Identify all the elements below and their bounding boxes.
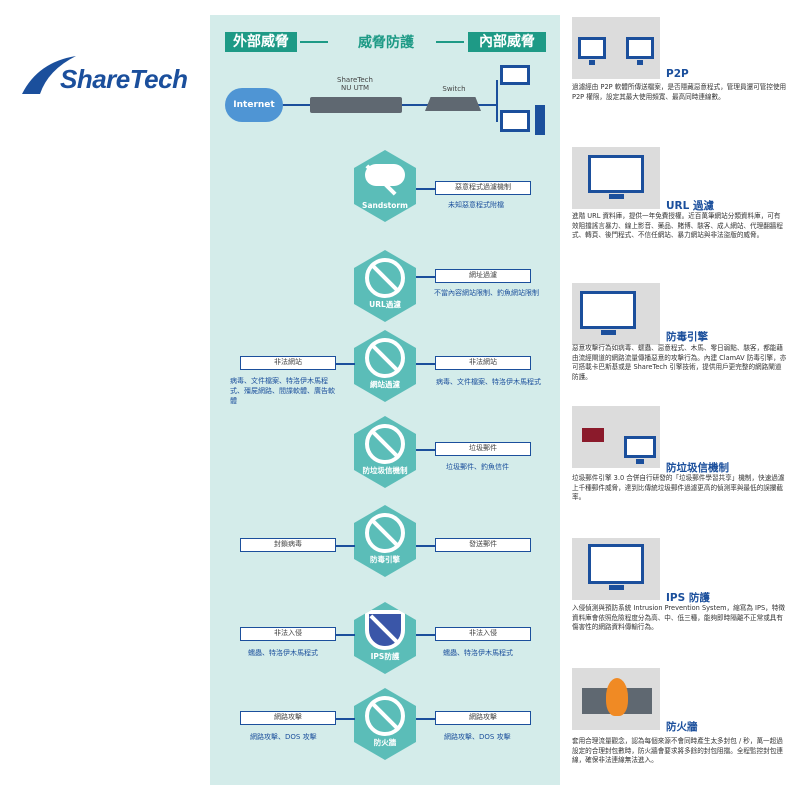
module-sandstorm: Sandstorm bbox=[354, 150, 416, 222]
feature-desc: 入侵偵測與預防系統 Intrusion Prevention System，縮寫… bbox=[572, 604, 785, 631]
internet-cloud: Internet bbox=[225, 88, 283, 122]
right-box: 非法網站 bbox=[435, 356, 531, 370]
mail-blocked-icon bbox=[365, 424, 405, 464]
desktop-icon bbox=[500, 110, 530, 132]
right-desc: 網路攻擊、DOS 攻擊 bbox=[444, 733, 511, 741]
module-label: 網站過濾 bbox=[370, 380, 400, 389]
monitor-icon bbox=[624, 436, 656, 464]
cloud-icon bbox=[365, 164, 405, 186]
virus-blocked-icon bbox=[365, 513, 405, 553]
feature-desc: 套用合理流量觀念，認為每個來源不會同時產生太多封包 / 秒，萬一超過設定的合理封… bbox=[572, 737, 783, 764]
connector bbox=[335, 718, 355, 720]
right-box: 網址過濾 bbox=[435, 269, 531, 283]
connector bbox=[416, 363, 436, 365]
arrow-left bbox=[436, 41, 464, 43]
connector bbox=[416, 188, 436, 190]
network-line bbox=[496, 80, 498, 122]
monitor-icon bbox=[578, 37, 606, 65]
feature-title: IPS 防護 bbox=[666, 592, 710, 604]
connector bbox=[416, 545, 436, 547]
module-url-filter: URL過濾 bbox=[354, 250, 416, 322]
left-box: 非法網站 bbox=[240, 356, 336, 370]
ips-shield-icon bbox=[365, 610, 405, 650]
right-box: 網路攻擊 bbox=[435, 711, 531, 725]
left-box: 非法入侵 bbox=[240, 627, 336, 641]
monitor-virus-icon bbox=[626, 37, 654, 65]
module-ips: IPS防護 bbox=[354, 602, 416, 674]
module-label: URL過濾 bbox=[369, 300, 401, 309]
arrow-right bbox=[300, 41, 328, 43]
feature-title: P2P bbox=[666, 68, 689, 80]
utm-device bbox=[310, 97, 402, 113]
module-firewall: 防火牆 bbox=[354, 688, 416, 760]
url-filter-image bbox=[572, 147, 660, 209]
right-desc: 病毒、文件檔案、特洛伊木馬程式 bbox=[436, 378, 541, 386]
sharetech-logo: ShareTech bbox=[18, 52, 208, 102]
connector bbox=[416, 276, 436, 278]
fire-icon bbox=[606, 678, 628, 716]
connector bbox=[416, 449, 436, 451]
module-web-filter: 網站過濾 bbox=[354, 330, 416, 402]
connector bbox=[335, 634, 355, 636]
module-label: 防火牆 bbox=[373, 738, 397, 747]
connector bbox=[335, 545, 355, 547]
monitor-blocked-icon bbox=[365, 338, 405, 378]
firewall-image bbox=[572, 668, 660, 730]
right-desc: 蠕蟲、特洛伊木馬程式 bbox=[443, 649, 513, 657]
right-desc: 垃圾郵件、釣魚信件 bbox=[446, 463, 509, 471]
module-label: 防垃圾信機制 bbox=[362, 466, 408, 475]
module-anti-spam: 防垃圾信機制 bbox=[354, 416, 416, 488]
pc-tower-icon bbox=[535, 105, 545, 135]
internal-threat-tag: 內部威脅 bbox=[468, 32, 546, 52]
laptop-icon bbox=[500, 65, 530, 85]
utm-label-line1: ShareTech bbox=[337, 76, 373, 84]
anti-spam-image bbox=[572, 406, 660, 468]
external-threat-tag: 外部威脅 bbox=[225, 32, 297, 52]
connector bbox=[335, 363, 355, 365]
antivirus-image bbox=[572, 283, 660, 345]
left-box: 網路攻擊 bbox=[240, 711, 336, 725]
module-label: Sandstorm bbox=[362, 201, 408, 210]
connector bbox=[416, 718, 436, 720]
feature-title: 防毒引擎 bbox=[666, 331, 708, 343]
feature-title: URL 過濾 bbox=[666, 200, 714, 212]
feature-desc: 惡意攻擊行為如病毒、蠕蟲、惡意程式、木馬、零日弱點、駭客，都能藉由流經閘道的網路… bbox=[572, 344, 787, 381]
threat-protection-title: 威脅防護 bbox=[358, 35, 414, 51]
switch-device bbox=[425, 97, 481, 111]
feature-desc: 過濾經由 P2P 軟體所傳送檔案，是否隱藏惡意程式，管理員還可管控使用 P2P … bbox=[572, 83, 787, 101]
switch-label: Switch bbox=[442, 85, 466, 93]
right-box: 非法入侵 bbox=[435, 627, 531, 641]
right-desc: 不當內容網站限制、釣魚網站限制 bbox=[434, 289, 539, 297]
right-box: 惡意程式過濾機制 bbox=[435, 181, 531, 195]
mail-icon bbox=[582, 428, 604, 442]
left-desc: 蠕蟲、特洛伊木馬程式 bbox=[248, 649, 318, 657]
p2p-image bbox=[572, 17, 660, 79]
logo-swoosh-icon bbox=[22, 56, 76, 94]
module-label: 防毒引擎 bbox=[370, 555, 400, 564]
left-box: 封鎖病毒 bbox=[240, 538, 336, 552]
left-desc: 網路攻擊、DOS 攻擊 bbox=[250, 733, 317, 741]
network-line bbox=[480, 104, 496, 106]
module-label: IPS防護 bbox=[370, 652, 400, 661]
logo-text: ShareTech bbox=[60, 64, 188, 94]
connector bbox=[416, 634, 436, 636]
right-desc: 未知惡意程式附檔 bbox=[448, 201, 504, 209]
left-desc: 病毒、文件檔案、特洛伊木馬程式、殭屍網路、間諜軟體、廣告軟體 bbox=[230, 377, 335, 405]
feature-desc: 進階 URL 資料庫，提供一年免費授權。近百萬筆網站分類資料庫，可有效阻擋謠言暴… bbox=[572, 212, 783, 239]
feature-title: 防火牆 bbox=[666, 721, 698, 733]
monitor-shield-icon bbox=[588, 544, 644, 590]
ips-image bbox=[572, 538, 660, 600]
module-antivirus: 防毒引擎 bbox=[354, 505, 416, 577]
eye-blocked-icon bbox=[365, 258, 405, 298]
utm-label-line2: NU UTM bbox=[340, 84, 370, 92]
right-box: 發送郵件 bbox=[435, 538, 531, 552]
right-box: 垃圾郵件 bbox=[435, 442, 531, 456]
monitor-blocked-icon bbox=[588, 155, 644, 199]
monitor-scan-icon bbox=[580, 291, 636, 335]
feature-desc: 垃圾郵件引擎 3.0 合併自行研發的「垃圾郵件學習共享」機制，快速過濾上千種郵件… bbox=[572, 474, 785, 501]
feature-title: 防垃圾信機制 bbox=[666, 462, 729, 474]
firewall-blocked-icon bbox=[365, 696, 405, 736]
